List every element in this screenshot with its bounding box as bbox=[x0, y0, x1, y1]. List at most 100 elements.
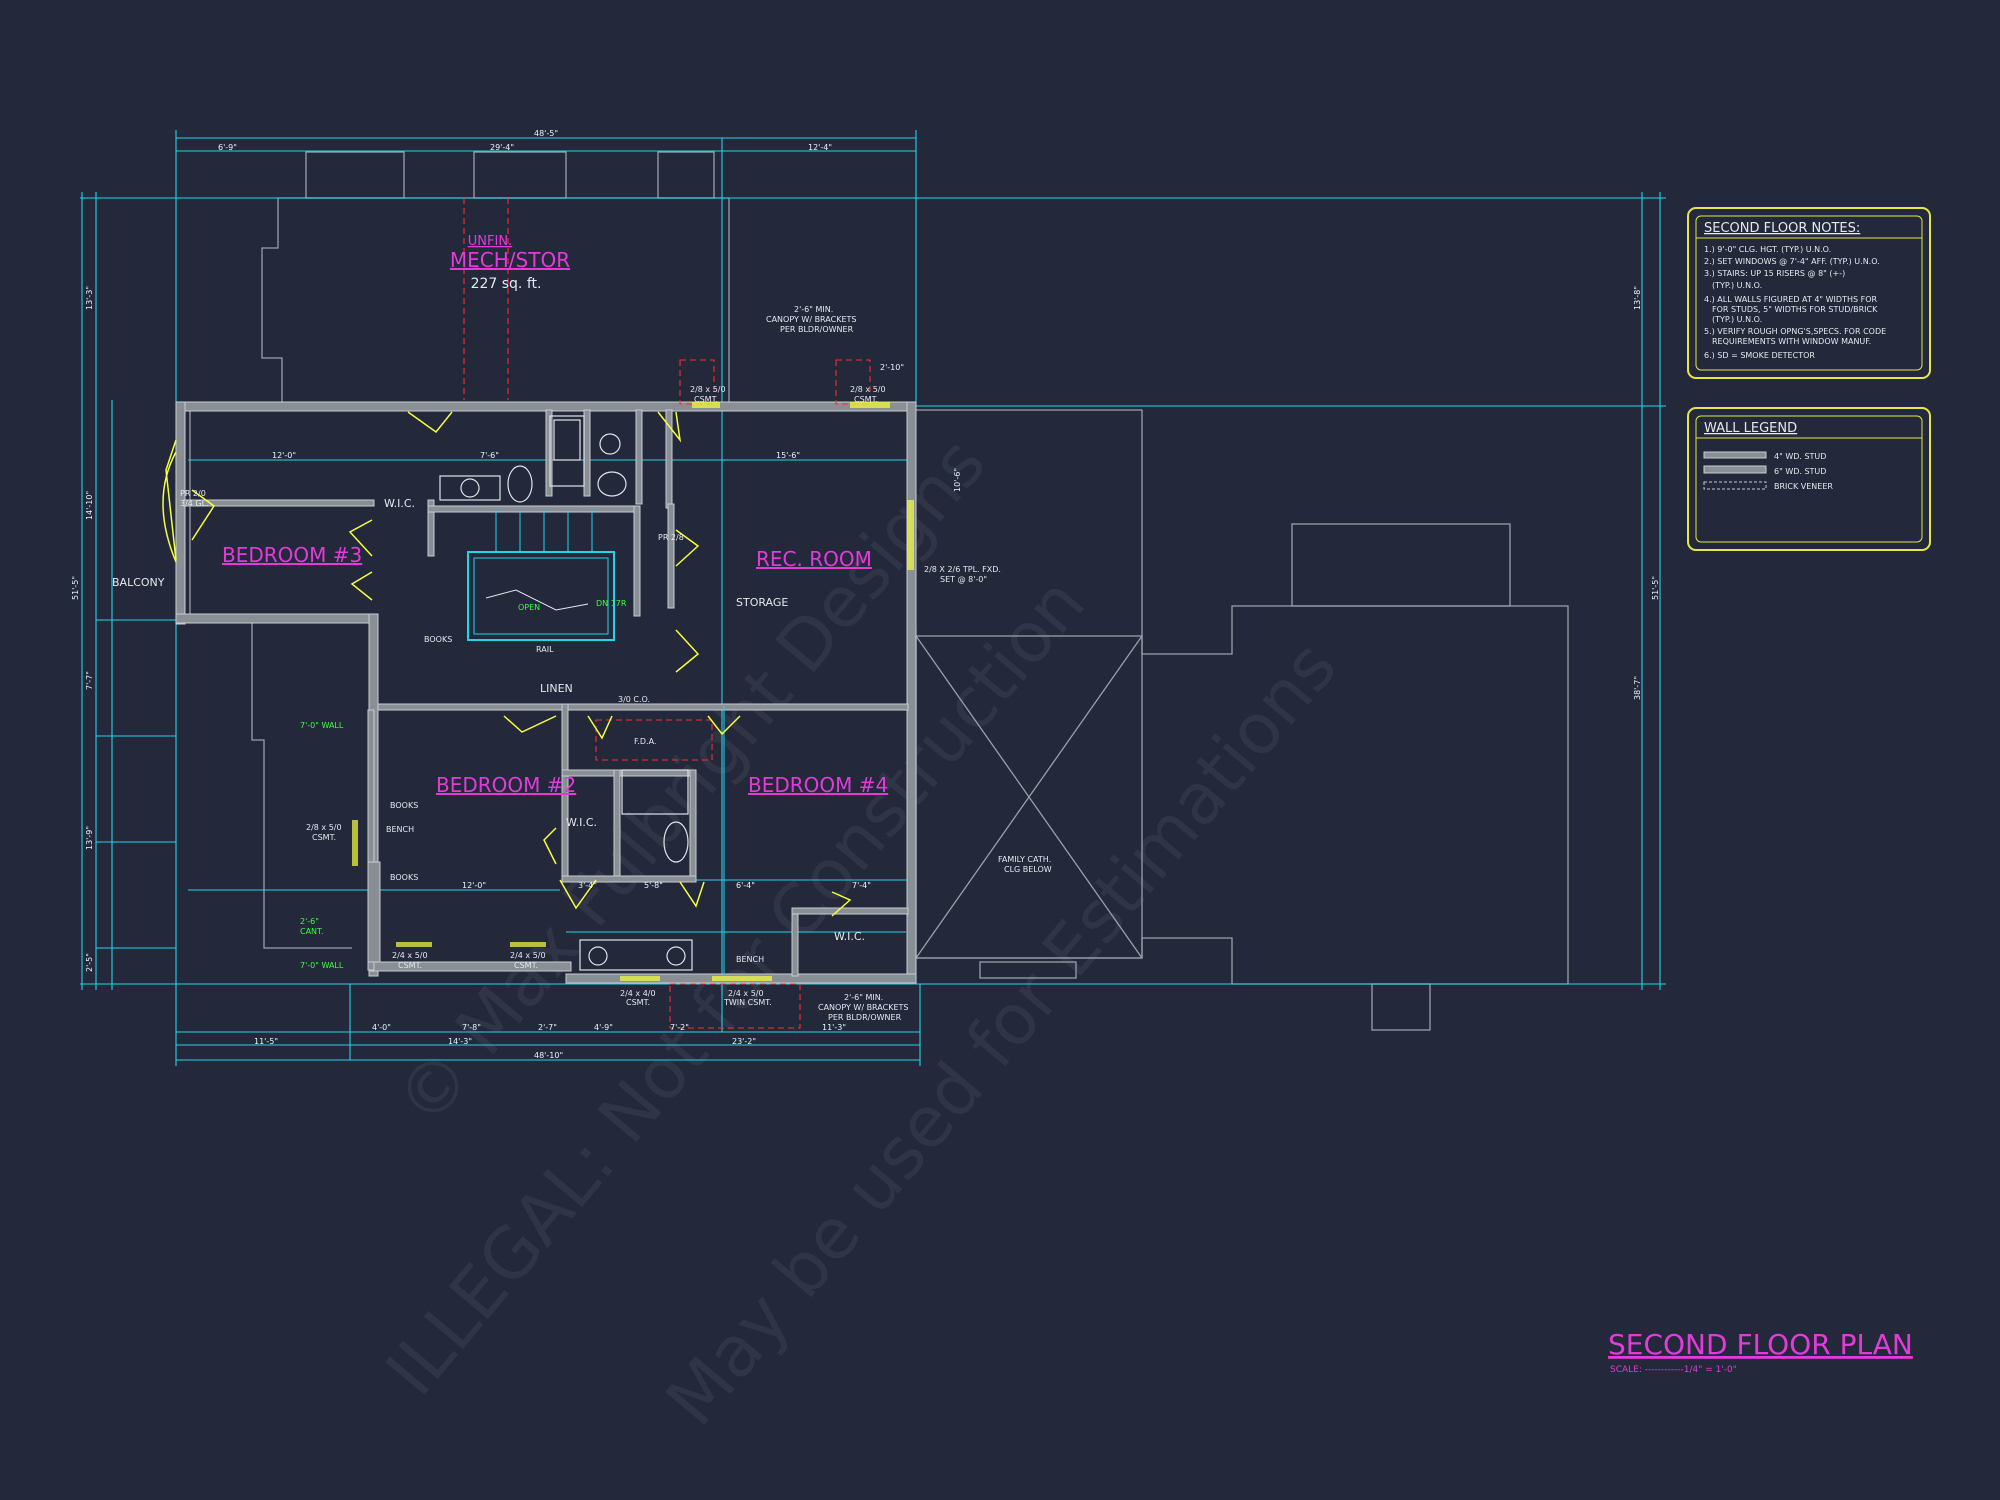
win-csmt1-b: CSMT. bbox=[694, 395, 718, 404]
label-open: OPEN bbox=[518, 603, 540, 612]
legend-heading: WALL LEGEND bbox=[1704, 421, 1797, 436]
room-linen: LINEN bbox=[540, 682, 573, 695]
win-b2-b: CSMT. bbox=[514, 961, 538, 970]
notes-box: SECOND FLOOR NOTES: 1.) 9'-0" CLG. HGT. … bbox=[1687, 207, 1931, 379]
label-books2: BOOKS bbox=[390, 801, 418, 810]
title-block: SECOND FLOOR PLAN SCALE: ------------1/4… bbox=[1608, 1328, 1913, 1375]
dim-left-b: 14'-10" bbox=[85, 491, 94, 520]
win-csmt1: 2/8 x 5/0 bbox=[690, 385, 726, 394]
canopy-bot-1: 2'-6" MIN. bbox=[844, 993, 883, 1002]
note-6: 6.) SD = SMOKE DETECTOR bbox=[1704, 351, 1815, 360]
room-balcony: BALCONY bbox=[112, 576, 165, 589]
pr-door-3: PR 2/8 bbox=[658, 533, 684, 542]
cant-2: CANT. bbox=[300, 927, 324, 936]
dim-in-b: 7'-6" bbox=[480, 451, 499, 460]
room-wic3: W.I.C. bbox=[834, 930, 865, 943]
win-side: 2/8 x 5/0 bbox=[306, 823, 342, 832]
label-clg-below: CLG BELOW bbox=[1004, 865, 1052, 874]
label-fda: F.D.A. bbox=[634, 737, 656, 746]
win-b4-b: TWIN CSMT. bbox=[723, 998, 772, 1007]
room-bedroom3: BEDROOM #3 bbox=[222, 543, 362, 567]
room-bedroom2: BEDROOM #2 bbox=[436, 773, 576, 797]
dim-top-total: 48'-5" bbox=[534, 129, 558, 138]
dim-left-total: 51'-5" bbox=[71, 576, 80, 600]
dimension-texts: 48'-5" 6'-9" 29'-4" 12'-4" 48'-10" 11'-5… bbox=[71, 129, 1660, 1060]
pr-door-1: PR 2/0 bbox=[180, 489, 206, 498]
win-b1-b: CSMT. bbox=[398, 961, 422, 970]
room-storage: STORAGE bbox=[736, 596, 788, 609]
canopy-top-3: PER BLDR/OWNER bbox=[780, 325, 854, 334]
room-mech-area: 227 sq. ft. bbox=[471, 276, 542, 292]
canopy-bot-2: CANOPY W/ BRACKETS bbox=[818, 1003, 908, 1012]
dim-left-c: 7'-7" bbox=[85, 671, 94, 690]
dim-in-e: 2'-10" bbox=[880, 363, 904, 372]
win-b3-b: CSMT. bbox=[626, 998, 650, 1007]
dim-bot-i: 11'-3" bbox=[822, 1023, 846, 1032]
legend-item-2: 6" WD. STUD bbox=[1774, 467, 1826, 476]
wall7-a: 7'-0" WALL bbox=[300, 721, 344, 730]
label-books3: BOOKS bbox=[390, 873, 418, 882]
note-1: 1.) 9'-0" CLG. HGT. (TYP.) U.N.O. bbox=[1704, 245, 1831, 254]
win-b3: 2/4 x 4/0 bbox=[620, 989, 656, 998]
label-rail: RAIL bbox=[536, 645, 554, 654]
dim-bot-b: 14'-3" bbox=[448, 1037, 472, 1046]
win-side-2: CSMT. bbox=[312, 833, 336, 842]
dim-in-f: 12'-0" bbox=[462, 881, 486, 890]
drawing-title: SECOND FLOOR PLAN bbox=[1608, 1328, 1913, 1361]
annotations: 2'-6" MIN. CANOPY W/ BRACKETS PER BLDR/O… bbox=[180, 305, 1001, 1022]
dim-top-c: 12'-4" bbox=[808, 143, 832, 152]
win-tpl: 2/8 X 2/6 TPL. FXD. bbox=[924, 565, 1001, 574]
drawing-scale: SCALE: ------------1/4" = 1'-0" bbox=[1610, 1365, 1737, 1375]
dim-left-e: 2'-5" bbox=[85, 953, 94, 972]
note-3: 3.) STAIRS: UP 15 RISERS @ 8" (+-) bbox=[1704, 269, 1845, 278]
dim-left-d: 13'-9" bbox=[85, 826, 94, 850]
dim-in-h: 6'-4" bbox=[736, 881, 755, 890]
win-b2: 2/4 x 5/0 bbox=[510, 951, 546, 960]
notes-heading: SECOND FLOOR NOTES: bbox=[1704, 221, 1860, 236]
dim-top-b: 29'-4" bbox=[490, 143, 514, 152]
room-wic1: W.I.C. bbox=[384, 497, 415, 510]
legend-item-3: BRICK VENEER bbox=[1774, 482, 1833, 491]
canopy-top-1: 2'-6" MIN. bbox=[794, 305, 833, 314]
dim-in-c: 15'-6" bbox=[776, 451, 800, 460]
dim-bot-f: 2'-7" bbox=[538, 1023, 557, 1032]
dim-bot-a: 11'-5" bbox=[254, 1037, 278, 1046]
dim-bot-c: 23'-2" bbox=[732, 1037, 756, 1046]
dim-top-a: 6'-9" bbox=[218, 143, 237, 152]
win-tpl-2: SET @ 8'-0" bbox=[940, 575, 987, 584]
dim-left-a: 13'-3" bbox=[85, 286, 94, 310]
canopy-top-2: CANOPY W/ BRACKETS bbox=[766, 315, 856, 324]
dim-right-a: 13'-8" bbox=[1633, 286, 1642, 310]
room-rec: REC. ROOM bbox=[756, 547, 872, 571]
dim-in-i: 7'-4" bbox=[852, 881, 871, 890]
note-4b: FOR STUDS, 5" WIDTHS FOR STUD/BRICK bbox=[1712, 305, 1878, 314]
note-5: 5.) VERIFY ROUGH OPNG'S,SPECS. FOR CODE bbox=[1704, 327, 1886, 336]
win-csmt2: 2/8 x 5/0 bbox=[850, 385, 886, 394]
pr-door-2: 3/4 GL. bbox=[180, 499, 209, 508]
wall7-b: 7'-0" WALL bbox=[300, 961, 344, 970]
dim-right-total: 51'-5" bbox=[1651, 576, 1660, 600]
room-bedroom4: BEDROOM #4 bbox=[748, 773, 888, 797]
label-family-cath: FAMILY CATH. bbox=[998, 855, 1051, 864]
note-2: 2.) SET WINDOWS @ 7'-4" AFF. (TYP.) U.N.… bbox=[1704, 257, 1880, 266]
cant-1: 2'-6" bbox=[300, 917, 319, 926]
win-b4: 2/4 x 5/0 bbox=[728, 989, 764, 998]
doors bbox=[162, 402, 914, 981]
note-4: 4.) ALL WALLS FIGURED AT 4" WIDTHS FOR bbox=[1704, 295, 1877, 304]
note-5b: REQUIREMENTS WITH WINDOW MANUF. bbox=[1712, 337, 1871, 346]
stair bbox=[467, 510, 615, 641]
label-co: 3/0 C.O. bbox=[618, 695, 650, 704]
dim-bot-h: 7'-2" bbox=[670, 1023, 689, 1032]
dim-bot-total: 48'-10" bbox=[534, 1051, 563, 1060]
dim-bot-d: 4'-0" bbox=[372, 1023, 391, 1032]
canopy-bot-3: PER BLDR/OWNER bbox=[828, 1013, 902, 1022]
room-labels: UNFIN. MECH/STOR 227 sq. ft. BEDROOM #3 … bbox=[112, 234, 1052, 964]
dim-bot-g: 4'-9" bbox=[594, 1023, 613, 1032]
room-mech: MECH/STOR bbox=[450, 248, 570, 272]
dim-in-j: 3'-4" bbox=[578, 881, 597, 890]
legend-item-1: 4" WD. STUD bbox=[1774, 452, 1826, 461]
room-wic2: W.I.C. bbox=[566, 816, 597, 829]
label-dn: DN 17R bbox=[596, 599, 627, 608]
dim-in-a: 12'-0" bbox=[272, 451, 296, 460]
